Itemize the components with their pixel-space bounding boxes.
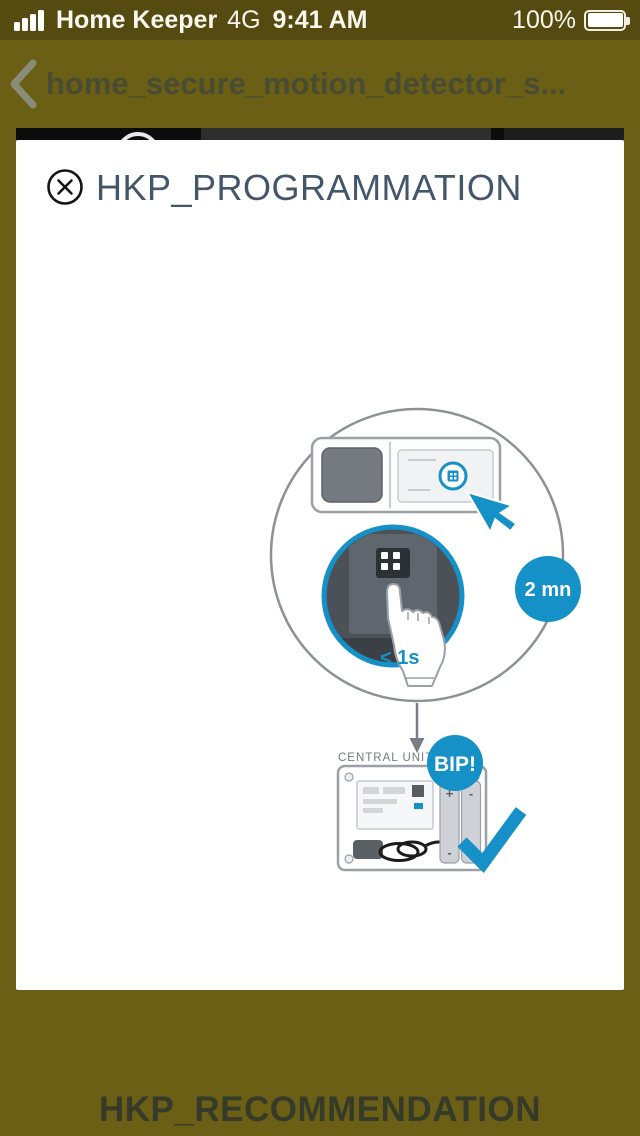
battery-icon [584, 9, 630, 31]
page-title: HKP_PROGRAMMATION [96, 167, 522, 208]
pointer-cursor-icon [464, 490, 519, 536]
status-left: Home Keeper 4G [14, 6, 261, 35]
svg-text:-: - [447, 845, 451, 860]
svg-text:BIP!: BIP! [434, 753, 476, 776]
checkmark-icon [457, 807, 527, 873]
svg-text:-: - [469, 786, 473, 801]
timer-badge: 2 mn [515, 556, 581, 622]
status-bar: Home Keeper 4G 9:41 AM 100% [0, 0, 640, 40]
peek-shade-shape [504, 128, 624, 140]
network-type-label: 4G [227, 5, 261, 34]
instruction-card: < 1s 2 mn CENTRAL UNIT [16, 140, 624, 990]
down-arrow-icon [409, 703, 425, 753]
nav-bar: home_secure_motion_detector_s... [0, 40, 640, 128]
svg-text:+: + [446, 786, 454, 801]
press-duration-label: < 1s [380, 647, 419, 669]
previous-slide-edge [16, 128, 624, 140]
nav-title: home_secure_motion_detector_s... [46, 66, 567, 101]
hand-press-icon [386, 583, 446, 687]
svg-text:2 mn: 2 mn [525, 579, 572, 601]
beep-badge: BIP! [427, 735, 483, 791]
carrier-label: Home Keeper [56, 5, 218, 34]
next-section-title: HKP_RECOMMENDATION [99, 1090, 541, 1129]
zoom-button-housing [376, 548, 410, 578]
scroll-view[interactable]: < 1s 2 mn CENTRAL UNIT [0, 128, 640, 1136]
peek-rect-shape [201, 128, 491, 140]
battery-percent-label: 100% [512, 5, 576, 34]
status-right: 100% [512, 5, 630, 35]
signal-strength-icon [14, 9, 44, 31]
zoom-circle [321, 524, 465, 687]
back-chevron-icon [10, 59, 37, 109]
back-button[interactable] [0, 54, 46, 114]
instruction-diagram: < 1s 2 mn CENTRAL UNIT [269, 407, 581, 873]
close-button[interactable] [46, 168, 84, 206]
peek-circle-shape [116, 132, 160, 140]
central-unit-label: CENTRAL UNIT [338, 752, 433, 764]
close-icon [47, 169, 83, 205]
detector-illustration [310, 436, 502, 514]
